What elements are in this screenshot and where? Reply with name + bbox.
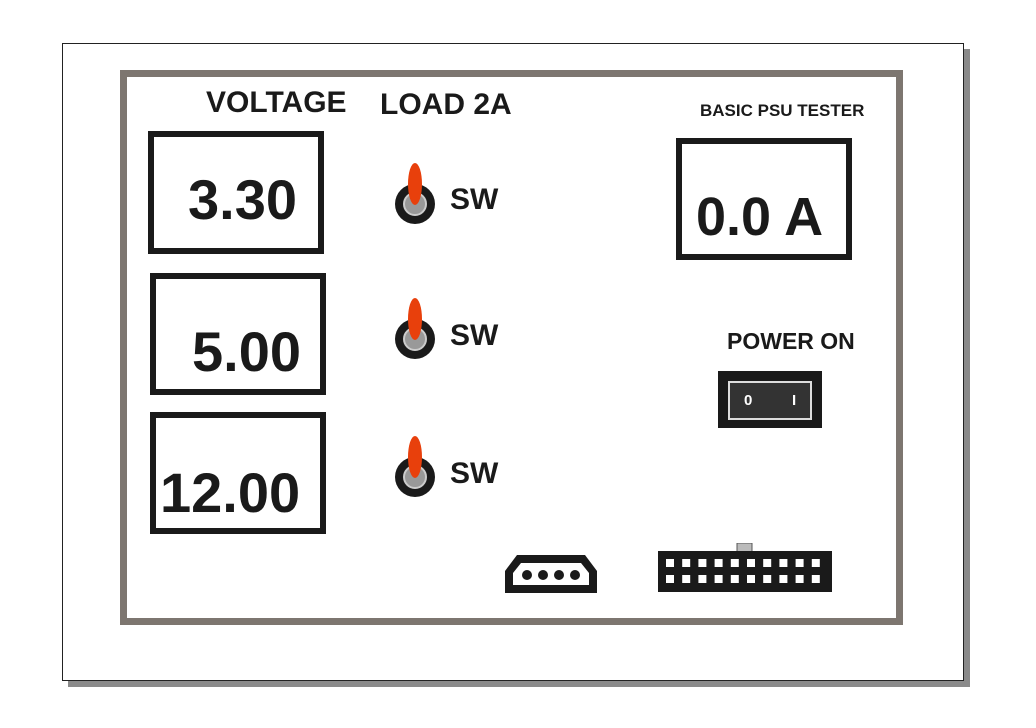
- atx-pin: [747, 575, 755, 583]
- toggle-switch-1[interactable]: [395, 160, 435, 230]
- display-5v: 5.00: [150, 273, 326, 395]
- display-value: 3.30: [188, 168, 297, 231]
- display-12v: 12.00: [150, 412, 326, 534]
- switch-label: SW: [450, 183, 499, 216]
- power-switch[interactable]: 0 I: [718, 371, 822, 428]
- atx-pin: [714, 575, 723, 583]
- atx-pin: [779, 559, 788, 567]
- atx-pin: [698, 575, 707, 583]
- ammeter-display: 0.0 A: [676, 138, 852, 260]
- atx-pin: [747, 559, 755, 567]
- atx-pin: [730, 575, 739, 583]
- voltage-heading: VOLTAGE: [206, 86, 347, 119]
- display-value: 5.00: [192, 320, 301, 383]
- atx-pin: [682, 559, 691, 567]
- load-heading: LOAD 2A: [380, 88, 512, 121]
- atx-pin: [811, 559, 820, 567]
- brand-label: BASIC PSU TESTER: [700, 101, 865, 120]
- power-off-label: 0: [744, 392, 753, 409]
- atx-pin: [779, 575, 788, 583]
- atx-pin: [795, 575, 804, 583]
- power-label: POWER ON: [727, 328, 855, 354]
- display-value: 12.00: [160, 461, 301, 524]
- atx-pin: [714, 559, 723, 567]
- atx-pin: [763, 575, 772, 583]
- ammeter-value: 0.0 A: [696, 187, 824, 247]
- atx-pin: [666, 575, 674, 583]
- atx-pin: [698, 559, 707, 567]
- atx-connector-icon: [658, 543, 832, 592]
- molex-connector-icon: [505, 555, 597, 593]
- atx-pin: [730, 559, 739, 567]
- atx-pin: [795, 559, 804, 567]
- atx-pin: [763, 559, 772, 567]
- atx-pin: [666, 559, 674, 567]
- power-on-label: I: [792, 392, 797, 409]
- switch-label: SW: [450, 457, 499, 490]
- display-3v3: 3.30: [148, 131, 324, 254]
- switch-label: SW: [450, 319, 499, 352]
- atx-pin: [682, 575, 691, 583]
- toggle-switch-2[interactable]: [395, 295, 435, 365]
- atx-pin: [811, 575, 820, 583]
- toggle-switch-3[interactable]: [395, 433, 435, 503]
